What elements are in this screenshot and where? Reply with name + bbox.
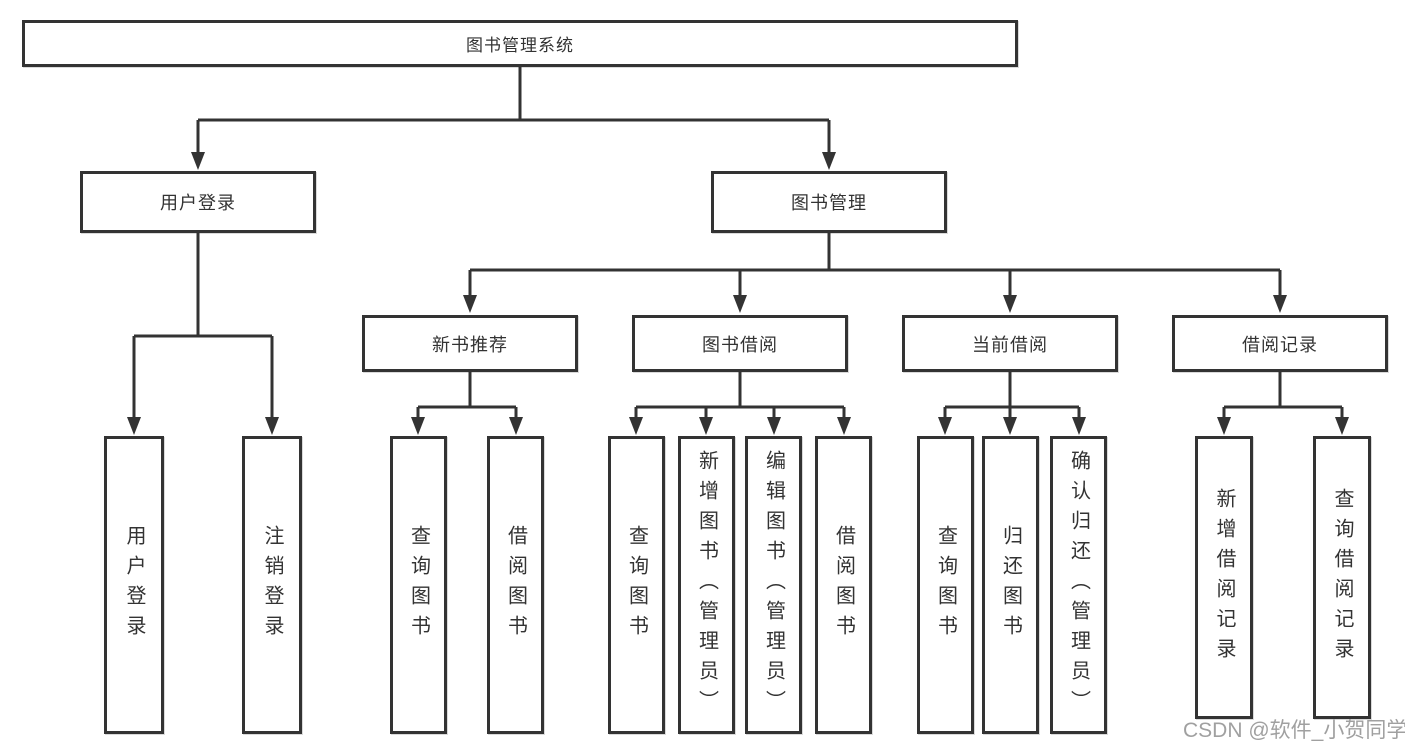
node-label: 图书管理系统 — [466, 36, 574, 55]
node-label: 当前借阅 — [972, 334, 1048, 355]
arrowhead — [1217, 417, 1231, 435]
node-label: 查询图书 — [407, 525, 430, 645]
arrowhead — [699, 417, 713, 435]
node-label: 借阅记录 — [1242, 334, 1318, 355]
leaf-query-books: 查询图书 — [917, 436, 974, 734]
node-label: 注销登录 — [261, 525, 283, 645]
connector-current-borrowing-to-leaves — [943, 372, 1081, 420]
arrowhead — [509, 417, 523, 435]
node-label: 编辑图书（管理员） — [762, 450, 785, 720]
node-label: 图书管理 — [791, 193, 867, 213]
leaf-borrow-books: 借阅图书 — [815, 436, 872, 734]
leaf-logout: 注销登录 — [242, 436, 302, 734]
connector-root-to-level2 — [196, 67, 831, 155]
node-label: 借阅图书 — [832, 525, 855, 645]
node-book-management: 图书管理 — [711, 171, 947, 233]
leaf-return-books: 归还图书 — [982, 436, 1039, 734]
node-label: 查询借阅记录 — [1331, 487, 1353, 668]
arrowhead — [463, 295, 477, 313]
connector-book-borrowing-to-leaves — [634, 372, 846, 420]
arrowhead — [1072, 417, 1086, 435]
arrowhead — [1335, 417, 1349, 435]
arrowhead — [629, 417, 643, 435]
node-label: 新增借阅记录 — [1213, 487, 1235, 668]
node-new-book-recommend: 新书推荐 — [362, 315, 578, 372]
node-book-borrowing: 图书借阅 — [632, 315, 848, 372]
leaf-confirm-return-admin: 确认归还（管理员） — [1050, 436, 1107, 734]
arrowhead — [767, 417, 781, 435]
node-library-management-system: 图书管理系统 — [22, 20, 1018, 67]
connector-user-login-to-leaves — [132, 233, 274, 420]
node-label: 新增图书（管理员） — [695, 450, 718, 720]
connector-new-book-to-leaves — [416, 372, 518, 420]
leaf-user-login: 用户登录 — [104, 436, 164, 734]
connector-book-management-to-level3 — [468, 233, 1282, 298]
leaf-edit-books-admin: 编辑图书（管理员） — [745, 436, 802, 734]
arrowhead — [265, 417, 279, 435]
node-label: 新书推荐 — [432, 334, 508, 355]
arrowhead — [191, 152, 205, 170]
node-label: 确认归还（管理员） — [1067, 450, 1090, 720]
node-label: 用户登录 — [160, 193, 236, 213]
arrowhead — [733, 295, 747, 313]
connector-borrowing-records-to-leaves — [1222, 372, 1344, 420]
arrowhead — [1273, 295, 1287, 313]
connector-paths — [132, 67, 1344, 420]
node-current-borrowing: 当前借阅 — [902, 315, 1118, 372]
arrowhead — [938, 417, 952, 435]
arrowhead — [1003, 417, 1017, 435]
node-borrowing-records: 借阅记录 — [1172, 315, 1388, 372]
leaf-query-borrow-record: 查询借阅记录 — [1313, 436, 1371, 719]
leaf-add-books-admin: 新增图书（管理员） — [678, 436, 735, 734]
leaf-query-books: 查询图书 — [390, 436, 447, 734]
arrowhead — [837, 417, 851, 435]
arrowhead — [411, 417, 425, 435]
arrowhead — [1003, 295, 1017, 313]
leaf-borrow-books: 借阅图书 — [487, 436, 544, 734]
arrowhead — [822, 152, 836, 170]
node-label: 归还图书 — [999, 525, 1022, 645]
node-label: 图书借阅 — [702, 334, 778, 355]
csdn-watermark: CSDN @软件_小贺同学 — [1183, 719, 1405, 742]
leaf-add-borrow-record: 新增借阅记录 — [1195, 436, 1253, 719]
arrowheads — [127, 152, 1349, 435]
node-label: 借阅图书 — [504, 525, 527, 645]
node-label: 查询图书 — [625, 525, 648, 645]
node-label: 用户登录 — [123, 525, 145, 645]
leaf-query-books: 查询图书 — [608, 436, 665, 734]
arrowhead — [127, 417, 141, 435]
node-label: 查询图书 — [934, 525, 957, 645]
node-user-login: 用户登录 — [80, 171, 316, 233]
